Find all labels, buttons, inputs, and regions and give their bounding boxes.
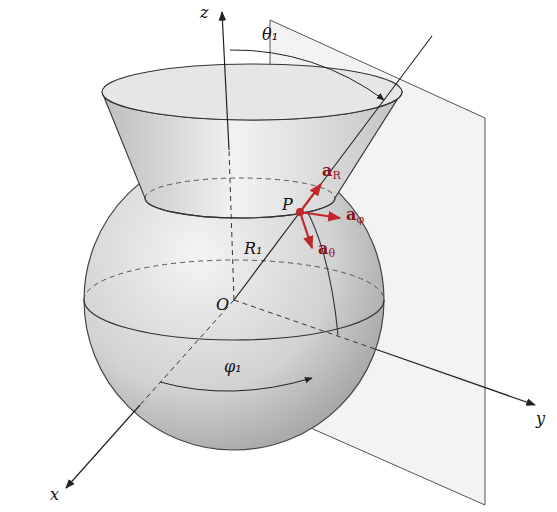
angle-label: θ₁ xyxy=(262,26,278,44)
y-axis xyxy=(375,349,535,405)
equator-front xyxy=(84,300,384,340)
unit-vector-phi xyxy=(300,212,340,218)
z-axis xyxy=(222,12,229,150)
unit-vector-label: aθ xyxy=(318,240,335,260)
x-axis-hidden xyxy=(140,300,234,405)
point-label: P xyxy=(282,196,293,214)
axis-name: x xyxy=(50,486,59,504)
origin-label: O xyxy=(216,296,229,314)
unit-vector-theta xyxy=(300,212,312,248)
z-axis-hidden xyxy=(229,150,234,300)
cone-sphere-circle-front xyxy=(145,198,335,218)
equator-back xyxy=(84,260,384,300)
theta-arc xyxy=(230,50,384,100)
x-axis xyxy=(66,405,140,488)
unit-vector-label: aφ xyxy=(346,206,364,226)
radial-extension xyxy=(300,36,432,212)
axis-name: z xyxy=(200,4,208,22)
unit-vector-r xyxy=(300,184,321,212)
radius-line xyxy=(234,212,300,300)
radius-label: R₁ xyxy=(244,240,262,258)
cone-rim xyxy=(102,64,402,120)
axis-name: y xyxy=(536,410,545,428)
cone-sphere-circle-back xyxy=(145,178,335,198)
phi-arc xyxy=(160,378,312,391)
y-axis-hidden xyxy=(234,300,375,349)
unit-vector-label: aR xyxy=(322,162,341,182)
angle-label: φ₁ xyxy=(224,358,242,376)
